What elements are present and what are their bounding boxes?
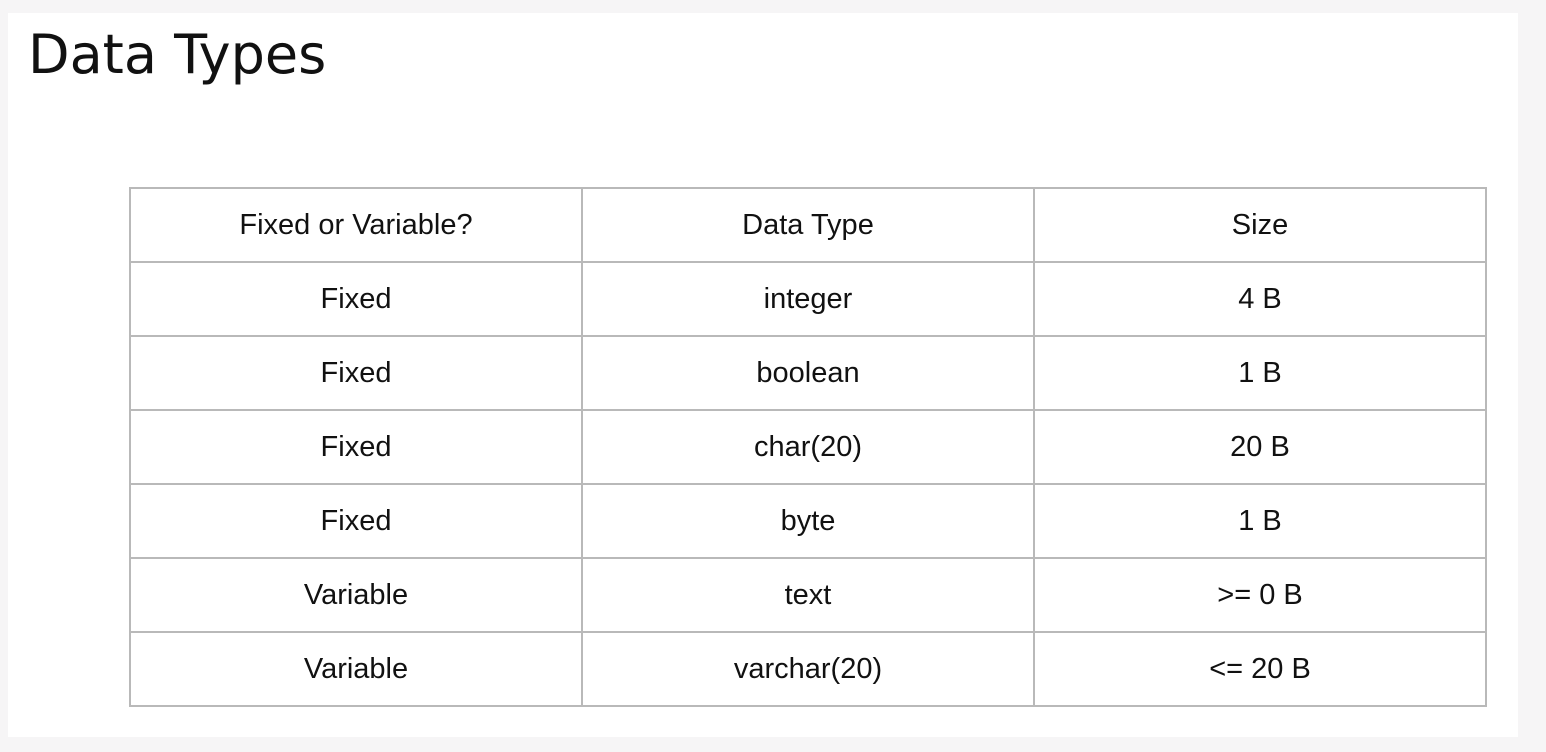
column-header-data-type: Data Type [581,187,1035,263]
table-header-row: Fixed or Variable? Data Type Size [129,187,1487,263]
table-row: Fixed integer 4 B [129,261,1487,337]
table-row: Fixed byte 1 B [129,483,1487,559]
table-row: Fixed char(20) 20 B [129,409,1487,485]
page-title: Data Types [28,23,327,86]
cell-data-type: integer [581,261,1035,337]
cell-data-type: varchar(20) [581,631,1035,707]
cell-data-type: text [581,557,1035,633]
column-header-size: Size [1033,187,1487,263]
cell-size: >= 0 B [1033,557,1487,633]
table-row: Variable varchar(20) <= 20 B [129,631,1487,707]
cell-kind: Variable [129,631,583,707]
cell-data-type: boolean [581,335,1035,411]
cell-kind: Fixed [129,335,583,411]
cell-size: 1 B [1033,335,1487,411]
cell-data-type: char(20) [581,409,1035,485]
cell-size: 1 B [1033,483,1487,559]
table-row: Variable text >= 0 B [129,557,1487,633]
data-types-table: Fixed or Variable? Data Type Size Fixed … [129,187,1487,707]
cell-data-type: byte [581,483,1035,559]
cell-kind: Variable [129,557,583,633]
table-row: Fixed boolean 1 B [129,335,1487,411]
cell-size: 4 B [1033,261,1487,337]
cell-size: <= 20 B [1033,631,1487,707]
cell-kind: Fixed [129,483,583,559]
cell-kind: Fixed [129,409,583,485]
cell-size: 20 B [1033,409,1487,485]
column-header-fixed-or-variable: Fixed or Variable? [129,187,583,263]
cell-kind: Fixed [129,261,583,337]
slide: Data Types Fixed or Variable? Data Type … [8,13,1518,737]
